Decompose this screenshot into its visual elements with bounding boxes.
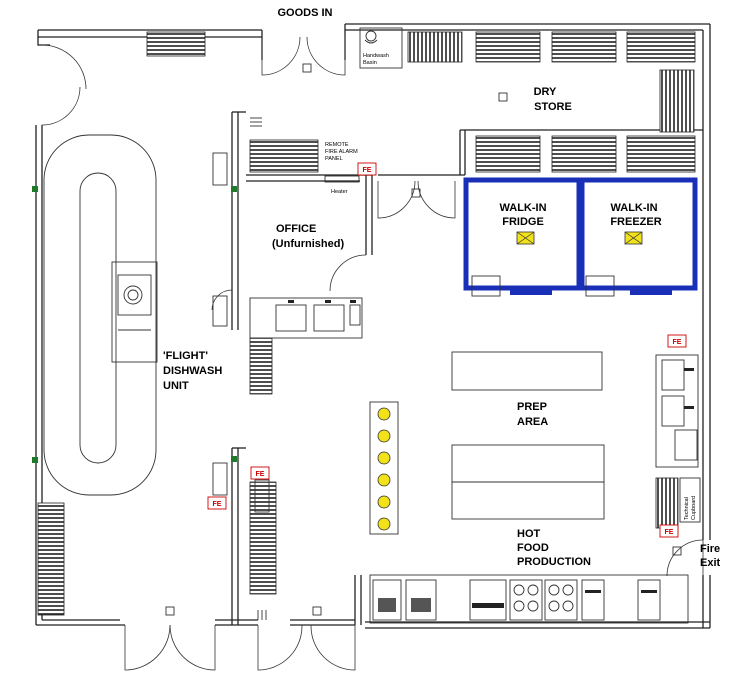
fire-extinguisher-markers: FE FE FE FE FE [207, 162, 687, 538]
shelf [551, 135, 617, 173]
shelf [475, 31, 541, 63]
shelf [475, 135, 541, 173]
handwash-label: Basin [363, 60, 377, 66]
walk-in-fridge-label: WALK-IN [499, 202, 546, 214]
outer-walls [35, 23, 711, 629]
fire-extinguisher-icon: FE [659, 524, 679, 538]
vent-marker [231, 186, 237, 192]
cold-rooms [463, 177, 698, 297]
shelf [659, 69, 695, 133]
technical-cupboard-label: Technical [684, 497, 690, 520]
heat-lamp-row [377, 407, 391, 531]
fire-alarm-panel-label: FIRE ALARM [325, 149, 358, 155]
shelf [146, 31, 206, 57]
fire-exit-label: Exit [700, 557, 721, 569]
goods-in-label: GOODS IN [277, 7, 332, 19]
shelf [655, 477, 679, 529]
hot-food-label: FOOD [517, 542, 549, 554]
shelving-units [37, 31, 696, 616]
fire-exit-label: Fire [700, 543, 720, 555]
fire-extinguisher-icon: FE [207, 496, 227, 510]
fire-alarm-panel-label: REMOTE [325, 142, 349, 148]
tap-icon [250, 117, 262, 127]
svg-text:FE: FE [673, 339, 682, 346]
tap-icon [257, 610, 267, 620]
fridge-lamp-icon [516, 231, 535, 245]
annotations: REMOTE FIRE ALARM PANEL Handwash Basin H… [325, 53, 697, 520]
vent-marker [231, 456, 237, 462]
svg-text:FE: FE [665, 529, 674, 536]
svg-text:FE: FE [363, 167, 372, 174]
heat-lamp-icon [377, 407, 391, 421]
technical-cupboard-label: Cupboard [691, 496, 697, 520]
vent-marker [32, 186, 38, 192]
flight-dishwash-unit [32, 134, 237, 496]
office-fixtures [212, 117, 363, 620]
handwash-basin [359, 27, 403, 69]
shelf [249, 337, 273, 395]
shelf [551, 31, 617, 63]
dry-store-label: DRY [534, 86, 557, 98]
dishwash-label: 'FLIGHT' [163, 350, 208, 362]
heat-lamp-icon [377, 473, 391, 487]
shelf [407, 31, 463, 63]
right-wall-equipment [655, 354, 701, 523]
prep-area-label: AREA [517, 416, 548, 428]
handwash-label: Handwash [363, 53, 389, 59]
heat-lamp-icon [377, 517, 391, 531]
prep-area [369, 351, 605, 535]
heater-label: Heater [331, 189, 348, 195]
shelf [249, 481, 277, 595]
interior-walls [231, 24, 703, 625]
freezer-lamp-icon [624, 231, 643, 245]
svg-text:FE: FE [256, 471, 265, 478]
fire-extinguisher-icon: FE [250, 466, 270, 480]
small-markers [165, 63, 682, 616]
hot-food-label: HOT [517, 528, 541, 540]
svg-text:FE: FE [213, 501, 222, 508]
shelf [249, 139, 319, 173]
cooking-line [369, 574, 689, 624]
fire-extinguisher-icon: FE [357, 162, 377, 176]
hot-food-label: PRODUCTION [517, 556, 591, 568]
office-label: OFFICE [276, 223, 316, 235]
walk-in-freezer-label: WALK-IN [610, 202, 657, 214]
dishwash-label: UNIT [163, 380, 189, 392]
shelf [626, 135, 696, 173]
heat-lamp-icon [377, 429, 391, 443]
fire-alarm-panel-label: PANEL [325, 156, 343, 162]
walk-in-fridge-label: FRIDGE [502, 216, 544, 228]
vent-marker [32, 457, 38, 463]
dishwash-label: DISHWASH [163, 365, 222, 377]
heat-lamp-icon [377, 495, 391, 509]
dry-store-label: STORE [534, 101, 572, 113]
fire-extinguisher-icon: FE [667, 334, 687, 348]
heat-lamp-icon [377, 451, 391, 465]
office-label: (Unfurnished) [272, 238, 344, 250]
walk-in-freezer-label: FREEZER [610, 216, 661, 228]
shelf [626, 31, 696, 63]
room-labels: GOODS IN DRY STORE WALK-IN FRIDGE WALK-I… [163, 7, 721, 569]
prep-area-label: PREP [517, 401, 547, 413]
shelf [37, 502, 65, 616]
